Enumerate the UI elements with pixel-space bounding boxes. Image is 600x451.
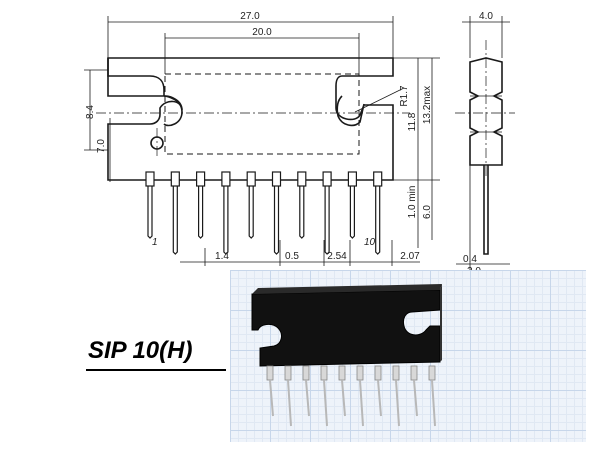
photo-lead-6 — [356, 365, 364, 427]
photo-lead-9 — [410, 365, 418, 417]
dim-13-2max: 13.2max — [422, 86, 433, 124]
package-label-underline — [86, 369, 226, 371]
chip-top-face — [252, 284, 442, 294]
dim-0-5: 0.5 — [285, 251, 299, 262]
photo-lead-2 — [284, 365, 292, 427]
dim-20-0: 20.0 — [252, 27, 272, 38]
package-label: SIP 10(H) — [88, 337, 193, 364]
photo-lead-1 — [266, 365, 274, 417]
photo-lead-5 — [338, 365, 346, 417]
lead-7 — [297, 171, 307, 239]
leads — [145, 171, 383, 255]
pin-10-label: 10 — [364, 237, 376, 248]
side-lead — [483, 165, 489, 255]
component-photo — [230, 270, 586, 442]
dim-6-0: 6.0 — [422, 205, 433, 219]
lead-3 — [196, 171, 206, 239]
dim-4-0: 4.0 — [479, 11, 493, 22]
lead-2 — [170, 171, 180, 255]
dim-0-4: 0.4 — [463, 254, 477, 265]
photo-lead-7 — [374, 365, 382, 417]
chip-photo-illustration — [251, 284, 442, 427]
lead-5 — [246, 171, 256, 239]
dim-2-54: 2.54 — [327, 251, 347, 262]
dim-8-4: 8.4 — [85, 105, 96, 119]
lead-4 — [221, 171, 231, 255]
photo-lead-4 — [320, 365, 328, 427]
photo-leads — [266, 365, 436, 427]
lead-1 — [145, 171, 155, 239]
dim-1-0min: 1.0 min — [407, 186, 418, 219]
radius-leader — [354, 87, 405, 113]
dim-11-8: 11.8 — [407, 112, 418, 131]
photo-lead-8 — [392, 365, 400, 427]
photo-lead-10 — [428, 365, 436, 427]
left-notch — [163, 95, 183, 127]
chip-side-face — [440, 284, 442, 362]
side-view-body — [469, 57, 503, 166]
right-notch — [336, 95, 365, 127]
dim-2-07: 2.07 — [400, 251, 420, 262]
dim-27-0: 27.0 — [240, 11, 260, 22]
lead-6 — [271, 171, 282, 255]
lead-9 — [347, 171, 357, 239]
pin-1-label: 1 — [152, 237, 158, 248]
lead-8 — [322, 171, 332, 255]
photo-lead-3 — [302, 365, 310, 417]
dim-7-0: 7.0 — [96, 139, 107, 153]
dim-r1-7: R1.7 — [399, 85, 410, 107]
inner-outline — [164, 73, 360, 155]
lead-10 — [373, 171, 383, 255]
top-flange — [107, 58, 165, 96]
chip-body — [251, 289, 441, 367]
dim-1-4: 1.4 — [215, 251, 229, 262]
